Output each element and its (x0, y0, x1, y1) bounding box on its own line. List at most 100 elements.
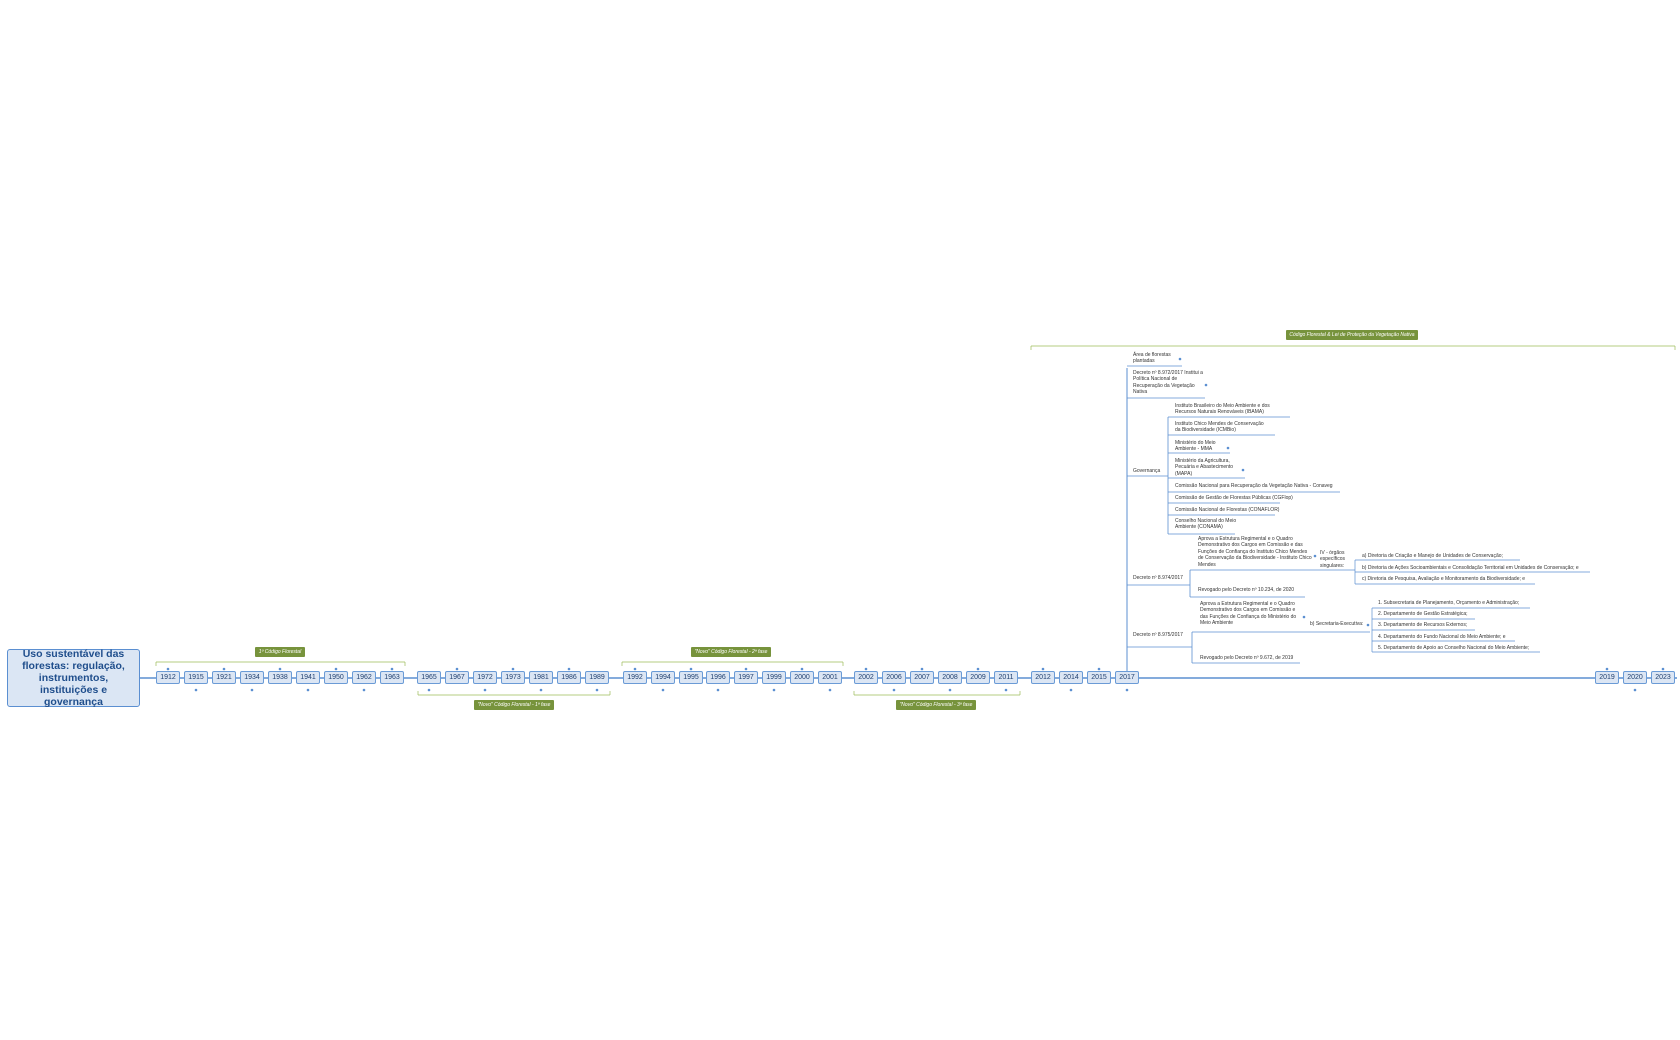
year-dot (1004, 688, 1008, 692)
year-node-2015[interactable]: 2015 (1087, 671, 1111, 684)
year-dot (595, 688, 599, 692)
year-node-1938[interactable]: 1938 (268, 671, 292, 684)
year-node-1994[interactable]: 1994 (651, 671, 675, 684)
year-node-1972[interactable]: 1972 (473, 671, 497, 684)
branch-dot (1366, 623, 1370, 627)
year-node-1981[interactable]: 1981 (529, 671, 553, 684)
year-node-1992[interactable]: 1992 (623, 671, 647, 684)
decreto-8972[interactable]: Decreto nº 8.972/2017 Institui a Polític… (1133, 370, 1203, 396)
orgaos-especificos[interactable]: IV - órgãos específicos singulares: (1320, 550, 1346, 569)
se-item-2[interactable]: 2. Departamento de Gestão Estratégica; (1378, 611, 1468, 617)
year-dot (948, 688, 952, 692)
gov-cgflop[interactable]: Comissão de Gestão de Florestas Públicas… (1175, 495, 1293, 501)
decreto-8975-revogado[interactable]: Revogado pelo Decreto nº 9.672, de 2019 (1200, 655, 1294, 661)
diretoria-c[interactable]: c) Diretoria de Pesquisa, Avaliação e Mo… (1362, 576, 1526, 582)
gov-icmbio[interactable]: Instituto Chico Mendes de Conservação da… (1175, 421, 1264, 434)
year-node-1967[interactable]: 1967 (445, 671, 469, 684)
year-node-1962[interactable]: 1962 (352, 671, 376, 684)
year-dot (892, 688, 896, 692)
gov-ibama[interactable]: Instituto Brasileiro do Meio Ambiente e … (1175, 403, 1270, 416)
governanca-node[interactable]: Governança (1133, 468, 1161, 474)
year-node-2012[interactable]: 2012 (1031, 671, 1055, 684)
year-node-2020[interactable]: 2020 (1623, 671, 1647, 684)
year-dot (716, 688, 720, 692)
year-dot (1605, 667, 1609, 671)
year-node-1999[interactable]: 1999 (762, 671, 786, 684)
year-node-1934[interactable]: 1934 (240, 671, 264, 684)
branch-dot (1204, 383, 1208, 387)
year-dot (194, 688, 198, 692)
year-dot (828, 688, 832, 692)
phase-label-2[interactable]: "Novo" Código Florestal - 1ª fase (474, 700, 554, 710)
year-dot (567, 667, 571, 671)
year-dot (511, 667, 515, 671)
decreto-8974-aprova[interactable]: Aprova a Estrutura Regimental e o Quadro… (1198, 536, 1312, 568)
year-node-1986[interactable]: 1986 (557, 671, 581, 684)
decreto-8974-revogado[interactable]: Revogado pelo Decreto nº 10.234, de 2020 (1198, 587, 1295, 593)
diretoria-a[interactable]: a) Diretoria de Criação e Manejo de Unid… (1362, 553, 1503, 559)
year-node-2014[interactable]: 2014 (1059, 671, 1083, 684)
year-node-1996[interactable]: 1996 (706, 671, 730, 684)
year-node-2019[interactable]: 2019 (1595, 671, 1619, 684)
year-node-2000[interactable]: 2000 (790, 671, 814, 684)
year-node-2017[interactable]: 2017 (1115, 671, 1139, 684)
se-item-1[interactable]: 1. Subsecretaria de Planejamento, Orçame… (1378, 600, 1520, 606)
year-dot (427, 688, 431, 692)
diretoria-b[interactable]: b) Diretoria de Ações Socioambientais e … (1362, 565, 1579, 571)
gov-mma[interactable]: Ministério do Meio Ambiente - MMA (1175, 440, 1216, 453)
phase-label-1[interactable]: 1º Código Florestal (255, 647, 305, 657)
year-node-1963[interactable]: 1963 (380, 671, 404, 684)
year-node-1912[interactable]: 1912 (156, 671, 180, 684)
se-item-4[interactable]: 4. Departamento do Fundo Nacional do Mei… (1378, 634, 1506, 640)
gov-conaflor[interactable]: Comissão Nacional de Florestas (CONAFLOR… (1175, 507, 1280, 513)
year-node-2023[interactable]: 2023 (1651, 671, 1675, 684)
secretaria-executiva[interactable]: b) Secretaria-Executiva: (1310, 621, 1364, 627)
year-node-2011[interactable]: 2011 (994, 671, 1018, 684)
gov-mapa[interactable]: Ministério da Agricultura, Pecuária e Ab… (1175, 458, 1234, 477)
gov-conama[interactable]: Conselho Nacional do Meio Ambiente (CONA… (1175, 518, 1237, 531)
gov-conaveg[interactable]: Comissão Nacional para Recuperação da Ve… (1175, 483, 1333, 489)
year-dot (539, 688, 543, 692)
phase-label-5[interactable]: Código Florestal & Lei de Proteção da Ve… (1286, 330, 1418, 340)
year-node-2007[interactable]: 2007 (910, 671, 934, 684)
phase-label-4[interactable]: "Novo" Código Florestal - 3ª fase (896, 700, 976, 710)
year-node-2009[interactable]: 2009 (966, 671, 990, 684)
year-dot (222, 667, 226, 671)
year-node-1921[interactable]: 1921 (212, 671, 236, 684)
branch-dot (1313, 554, 1317, 558)
decreto-8975-aprova[interactable]: Aprova a Estrutura Regimental e o Quadro… (1200, 601, 1297, 627)
year-dot (166, 667, 170, 671)
central-topic[interactable]: Uso sustentável das florestas: regulação… (7, 648, 140, 708)
year-node-1997[interactable]: 1997 (734, 671, 758, 684)
year-node-1950[interactable]: 1950 (324, 671, 348, 684)
year-dot (334, 667, 338, 671)
year-node-1915[interactable]: 1915 (184, 671, 208, 684)
year-node-1941[interactable]: 1941 (296, 671, 320, 684)
year-node-1973[interactable]: 1973 (501, 671, 525, 684)
phase-label-3[interactable]: "Novo" Código Florestal - 2ª fase (691, 647, 771, 657)
year-node-1965[interactable]: 1965 (417, 671, 441, 684)
decreto-8975-node[interactable]: Decreto nº 8.975/2017 (1133, 632, 1183, 638)
year-dot (1125, 688, 1129, 692)
year-dot (633, 667, 637, 671)
year-dot (864, 667, 868, 671)
year-node-2006[interactable]: 2006 (882, 671, 906, 684)
year-node-2008[interactable]: 2008 (938, 671, 962, 684)
year-node-1995[interactable]: 1995 (679, 671, 703, 684)
year-node-2001[interactable]: 2001 (818, 671, 842, 684)
se-item-3[interactable]: 3. Departamento de Recursos Externos; (1378, 622, 1468, 628)
year-dot (362, 688, 366, 692)
se-item-5[interactable]: 5. Departamento de Apoio ao Conselho Nac… (1378, 645, 1530, 651)
year-dot (920, 667, 924, 671)
year-node-1989[interactable]: 1989 (585, 671, 609, 684)
year-dot (455, 667, 459, 671)
year-dot (250, 688, 254, 692)
year-dot (483, 688, 487, 692)
decreto-8974-node[interactable]: Decreto nº 8.974/2017 (1133, 575, 1183, 581)
branch-dot (1178, 357, 1182, 361)
year-dot (306, 688, 310, 692)
year-node-2002[interactable]: 2002 (854, 671, 878, 684)
area-florestas-plantadas[interactable]: Área de florestas plantadas (1133, 352, 1171, 365)
year-dot (1633, 688, 1637, 692)
